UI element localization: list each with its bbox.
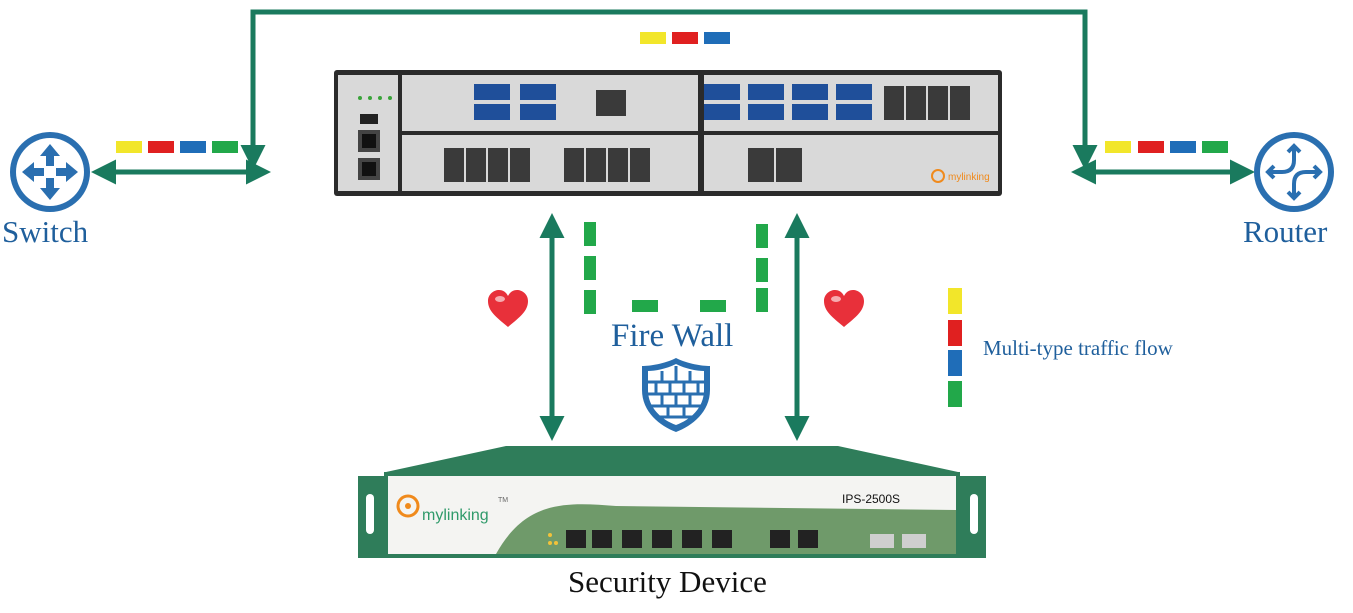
router-icon [1254, 132, 1334, 212]
heart-icon [488, 290, 528, 327]
security-device-model: IPS-2500S [842, 492, 900, 506]
security-device-label: Security Device [568, 564, 767, 599]
heart-icon [824, 290, 864, 327]
traffic-markers-top [640, 32, 730, 44]
packet-broker-device: mylinking [334, 70, 1002, 196]
firewall-label: Fire Wall [611, 318, 734, 354]
top-loop-line [240, 9, 1098, 170]
traffic-markers-router [1105, 141, 1228, 153]
firewall-shield-icon [642, 358, 710, 432]
switch-label: Switch [2, 214, 89, 249]
legend-swatches [948, 288, 962, 407]
switch-icon [10, 132, 90, 212]
security-device: mylinking TM IPS-2500S [358, 446, 986, 558]
security-device-brand: mylinking [422, 507, 489, 524]
filtered-green-flow [584, 222, 768, 314]
traffic-markers-switch [116, 141, 238, 153]
router-label: Router [1243, 214, 1328, 249]
legend-label: Multi-type traffic flow [983, 336, 1173, 360]
security-device-tm: TM [498, 497, 508, 504]
packet-broker-brand: mylinking [948, 172, 990, 183]
